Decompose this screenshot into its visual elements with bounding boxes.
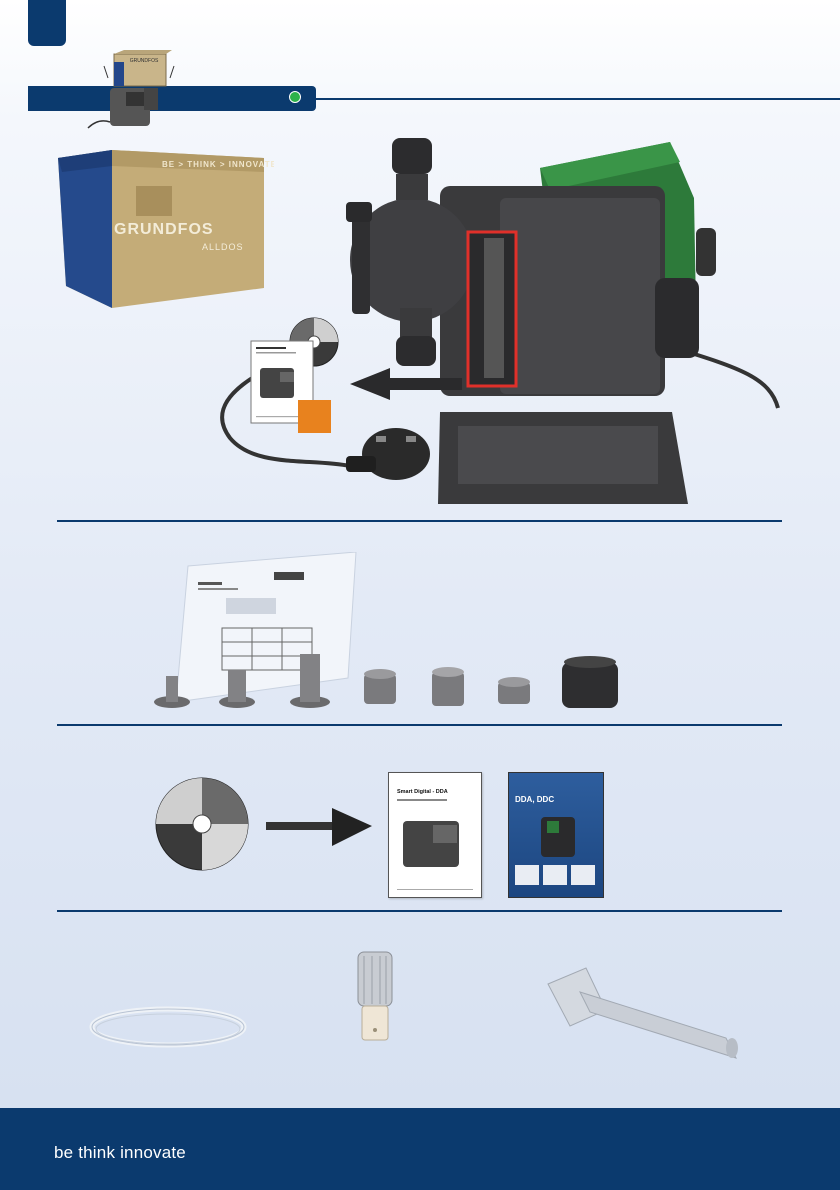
nut-3: [498, 677, 530, 704]
orange-marker: [298, 400, 331, 433]
pump-assembly: [200, 128, 780, 518]
tube-stiffener: [540, 962, 740, 1066]
section-header-line: [316, 98, 840, 100]
cap-nut: [562, 656, 618, 708]
status-dot-icon: [289, 91, 301, 103]
product-catalog: DDA, DDC: [508, 772, 604, 898]
section-divider-1: [57, 520, 782, 522]
package-thumbnail-icon: GRUNDFOS: [84, 48, 176, 132]
nut-2: [432, 667, 464, 706]
arrow-right-icon: [266, 806, 374, 848]
section-divider-3: [57, 910, 782, 912]
manual-title: Smart Digital - DDA: [397, 789, 448, 795]
foot-valve: [352, 950, 398, 1044]
section-divider-2: [57, 724, 782, 726]
hose-nozzle-large: [290, 654, 330, 708]
tubing-coil: [88, 1004, 248, 1050]
box-brand-text: GRUNDFOS: [114, 221, 214, 238]
page-corner-tab: [28, 0, 66, 46]
hose-nozzle-medium: [219, 670, 255, 708]
hose-nozzle-small: [154, 676, 190, 708]
footer-tagline: be think innovate: [54, 1143, 186, 1163]
svg-text:GRUNDFOS: GRUNDFOS: [130, 58, 159, 64]
cd-icon: [154, 768, 252, 878]
installation-manual: Smart Digital - DDA: [388, 772, 482, 898]
fittings-row: [150, 648, 630, 712]
nut-1: [364, 669, 396, 704]
catalog-title: DDA, DDC: [515, 795, 554, 804]
